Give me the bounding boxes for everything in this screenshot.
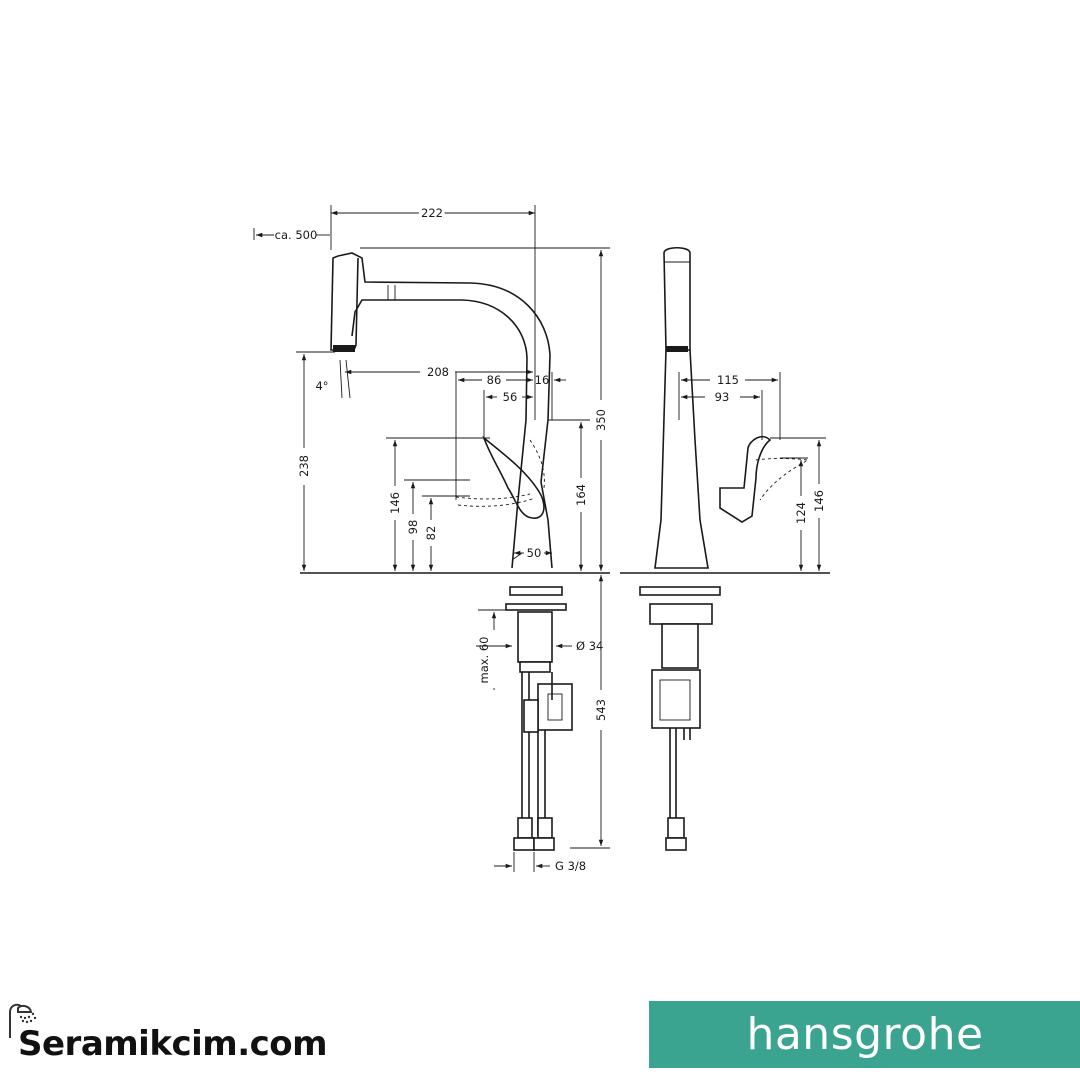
brand-logo: hansgrohe <box>746 1009 984 1060</box>
side-view <box>620 246 830 851</box>
dimension-labels: 222 ca. 500 350 238 208 86 16 56 4° 146 … <box>275 203 826 873</box>
dim-hole-diameter: Ø 34 <box>576 639 603 653</box>
side-shank <box>661 623 699 669</box>
dim-124: 124 <box>794 502 808 524</box>
hose-box <box>537 683 573 731</box>
brand-banner: hansgrohe <box>649 1001 1080 1068</box>
shank <box>517 611 553 663</box>
dim-93: 93 <box>715 390 730 404</box>
side-fitting <box>667 817 685 839</box>
spout-inner <box>351 299 528 501</box>
dim-238: 238 <box>297 455 311 477</box>
spray-head <box>330 255 359 351</box>
dim-98: 98 <box>406 520 420 535</box>
hose-nut-right <box>533 837 555 851</box>
hose-box-inner <box>547 693 563 721</box>
dim-146-front: 146 <box>388 492 402 514</box>
side-box-inner <box>659 679 691 721</box>
dim-max-60: max. 60 <box>477 637 491 684</box>
side-hoses <box>669 728 691 835</box>
side-nut <box>665 837 687 851</box>
dim-86: 86 <box>487 373 502 387</box>
hose-nut-left <box>513 837 535 851</box>
side-spray-head <box>663 246 691 351</box>
base-plate <box>509 586 563 596</box>
spout-outline <box>337 252 551 483</box>
side-nozzle <box>666 346 688 352</box>
hose-fitting-right <box>537 817 553 839</box>
dim-thread: G 3/8 <box>555 859 586 873</box>
dim-543: 543 <box>594 699 608 721</box>
lever-dashed <box>455 439 545 507</box>
shank-lower <box>519 661 551 673</box>
dim-115: 115 <box>717 373 739 387</box>
side-base-plate <box>639 586 721 596</box>
dim-146-side: 146 <box>812 490 826 512</box>
site-name: Seramikcim.com <box>18 1024 328 1064</box>
dimension-lines <box>253 205 826 872</box>
dim-208: 208 <box>427 365 449 379</box>
side-lever-dashed <box>755 458 810 501</box>
dim-222: 222 <box>421 206 443 220</box>
spout-seam <box>387 285 396 300</box>
side-lever <box>719 435 772 523</box>
mount-nut <box>505 603 567 611</box>
side-body <box>654 349 709 569</box>
dim-350: 350 <box>594 409 608 431</box>
dim-164: 164 <box>574 484 588 506</box>
spray-nozzle <box>333 345 355 352</box>
front-view <box>300 252 610 851</box>
site-branding <box>6 998 366 1078</box>
lever <box>482 435 545 519</box>
shower-head-icon <box>9 1003 37 1038</box>
dim-56: 56 <box>503 390 518 404</box>
dim-angle: 4° <box>315 379 328 393</box>
hose-fitting-left <box>517 817 533 839</box>
dim-82: 82 <box>424 526 438 541</box>
hoses <box>521 672 553 835</box>
dim-16: 16 <box>535 373 550 387</box>
dim-50: 50 <box>527 546 542 560</box>
dim-pull-out: ca. 500 <box>275 228 318 242</box>
side-box <box>651 669 701 729</box>
side-mount <box>649 603 713 625</box>
valve-left <box>523 699 539 733</box>
